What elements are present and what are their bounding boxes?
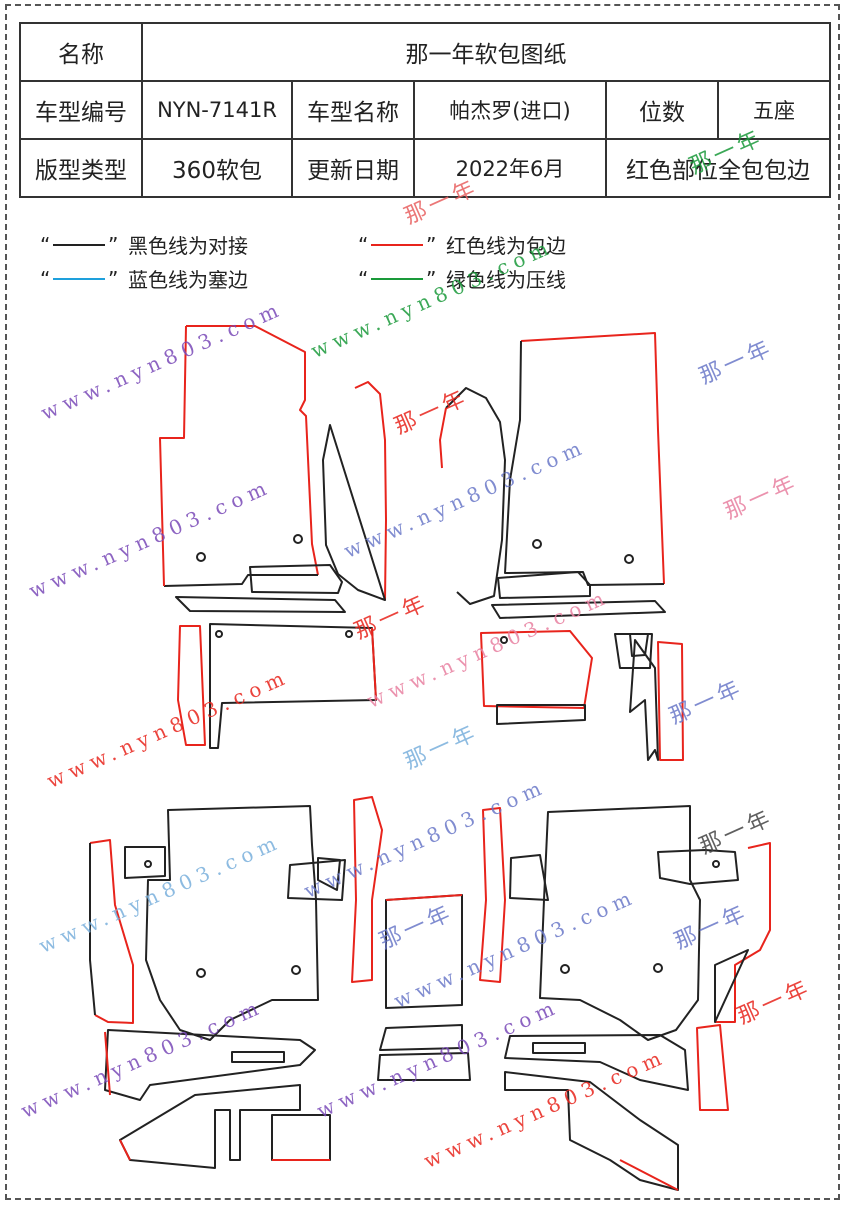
front-right-mat-piece <box>504 332 665 586</box>
type-label: 版型类型 <box>19 138 143 198</box>
page-border <box>5 4 840 1200</box>
rear-center-tunnel-left-piece <box>351 796 383 983</box>
legend-quote-close: ” <box>426 266 437 291</box>
front-right-footrest-piece <box>491 571 666 619</box>
legend-green-swatch <box>371 277 423 280</box>
legend-black-text: 黑色线为对接 <box>128 234 248 258</box>
legend-blue: “ ” 蓝色线为塞边 <box>40 264 248 293</box>
legend-quote-close: ” <box>426 232 437 257</box>
legend-green-text: 绿色线为压线 <box>446 268 566 292</box>
rear-center-tunnel-right-piece <box>479 807 506 983</box>
date-label: 更新日期 <box>291 138 415 198</box>
model-no-value: NYN-7141R <box>141 80 293 140</box>
seats-label: 位数 <box>605 80 719 140</box>
legend-red-swatch <box>371 243 423 246</box>
rear-right-bracket-piece <box>509 849 739 901</box>
name-value: 那一年软包图纸 <box>140 22 832 82</box>
spec-table: 名称 那一年软包图纸 车型编号 NYN-7141R 车型名称 帕杰罗(进口) 位… <box>19 22 832 198</box>
rear-center-hump-piece <box>385 894 463 1009</box>
rear-right-bottom-piece <box>504 1071 679 1191</box>
name-label: 名称 <box>19 22 143 82</box>
front-left-side-piece <box>177 623 377 749</box>
rear-right-outer-piece <box>714 842 771 1023</box>
model-name-label: 车型名称 <box>291 80 415 140</box>
note-value: 红色部位全包包边 <box>604 138 832 198</box>
legend-green: “ ” 绿色线为压线 <box>358 264 566 293</box>
legend-black: “ ” 黑色线为对接 <box>40 230 248 259</box>
rear-left-main-piece <box>145 805 319 1041</box>
model-no-label: 车型编号 <box>19 80 143 140</box>
spec-row-model: 车型编号 NYN-7141R 车型名称 帕杰罗(进口) 位数 五座 <box>19 80 832 140</box>
rear-left-side-strip-piece <box>104 1029 316 1101</box>
legend-quote-open: “ <box>358 232 369 257</box>
legend-quote-open: “ <box>358 266 369 291</box>
front-center-tunnel-right-piece <box>439 387 506 605</box>
model-name-value: 帕杰罗(进口) <box>413 80 607 140</box>
front-left-mat-piece <box>159 325 319 587</box>
legend-quote-open: “ <box>40 232 51 257</box>
rear-center-small-strips-piece <box>377 1024 471 1081</box>
legend-quote-open: “ <box>40 266 51 291</box>
legend-quote-close: ” <box>108 232 119 257</box>
rear-right-side-strip-piece <box>504 1024 729 1111</box>
type-value: 360软包 <box>141 138 293 198</box>
front-right-side-piece <box>480 630 684 761</box>
legend-red-text: 红色线为包边 <box>446 234 566 258</box>
legend-blue-text: 蓝色线为塞边 <box>128 268 248 292</box>
spec-row-name: 名称 那一年软包图纸 <box>19 22 832 82</box>
front-left-footrest-piece <box>175 564 346 613</box>
rear-left-bracket-piece <box>124 846 346 901</box>
front-center-tunnel-piece <box>322 381 387 601</box>
legend-black-swatch <box>53 243 105 246</box>
legend-red: “ ” 红色线为包边 <box>358 230 566 259</box>
rear-left-outer-piece <box>89 839 134 1024</box>
seats-value: 五座 <box>716 80 832 140</box>
rear-left-bottom-pieces <box>119 1084 331 1169</box>
legend-blue-swatch <box>53 277 105 280</box>
legend-quote-close: ” <box>108 266 119 291</box>
date-value: 2022年6月 <box>413 138 607 198</box>
rear-right-main-piece <box>539 805 701 1041</box>
spec-row-type: 版型类型 360软包 更新日期 2022年6月 红色部位全包包边 <box>19 138 832 198</box>
